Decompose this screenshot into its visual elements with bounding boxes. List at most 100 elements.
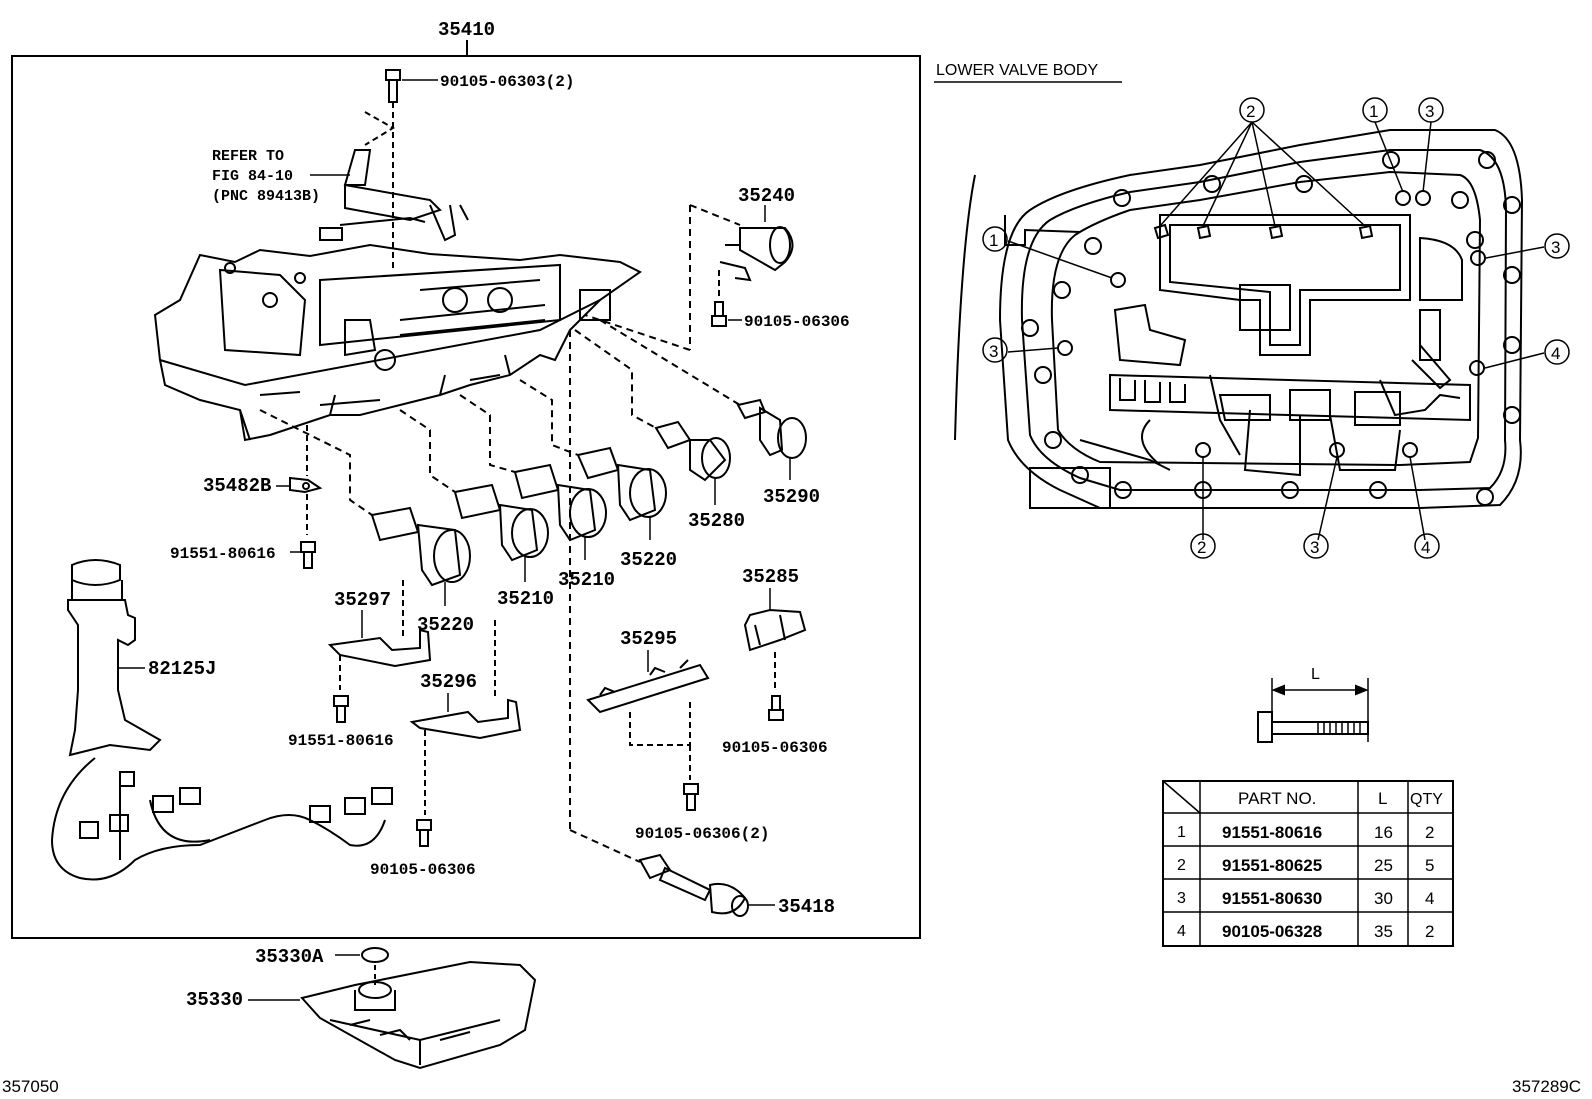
table-header-l: L bbox=[1378, 789, 1387, 808]
table-cell-qty: 2 bbox=[1425, 823, 1434, 842]
callout-35330a: 35330A bbox=[255, 946, 324, 968]
main-assembly-frame: 35410 bbox=[11, 19, 921, 939]
table-row: 2 91551-80625 25 5 bbox=[1177, 856, 1434, 875]
table-header-qty: QTY bbox=[1410, 791, 1443, 808]
table-row: 3 91551-80630 30 4 bbox=[1177, 889, 1434, 908]
solenoid-35210a: 35210 bbox=[459, 394, 615, 591]
table-row: 4 90105-06328 35 2 bbox=[1177, 922, 1434, 941]
callout-35220b: 35220 bbox=[417, 614, 474, 636]
bracket-35296: 35296 bbox=[409, 620, 522, 815]
marker-2-top bbox=[1239, 97, 1265, 123]
table-cell-qty: 4 bbox=[1425, 889, 1434, 908]
callout-9155180616b: 91551-80616 bbox=[288, 732, 394, 750]
refer-note-line1: REFER TO bbox=[212, 148, 284, 165]
refer-note-line2: FIG 84-10 bbox=[212, 168, 293, 185]
table-cell-index: 4 bbox=[1177, 923, 1186, 940]
callout-9155180616a: 91551-80616 bbox=[170, 545, 276, 563]
wiring-harness-82125j: 82125J bbox=[50, 559, 393, 881]
marker-3-top bbox=[1418, 97, 1444, 123]
table-row: 1 91551-80616 16 2 bbox=[1177, 823, 1434, 842]
marker-1-top bbox=[1362, 97, 1388, 123]
callout-35285: 35285 bbox=[742, 566, 799, 588]
table-cell-l: 35 bbox=[1374, 922, 1393, 941]
marker-3-bottom-label: 3 bbox=[1310, 538, 1319, 557]
refer-note: REFER TO FIG 84-10 (PNC 89413B) bbox=[212, 148, 350, 205]
footer-code-left: 357050 bbox=[2, 1077, 59, 1096]
lower-valve-body-title: LOWER VALVE BODY bbox=[936, 62, 1098, 79]
pan-bolt-holes bbox=[1021, 151, 1521, 506]
callout-35240: 35240 bbox=[738, 185, 795, 207]
callout-9010506306b: 90105-06306 bbox=[722, 739, 828, 757]
marker-1-left-label: 1 bbox=[989, 231, 998, 250]
wiring-bracket bbox=[319, 149, 469, 242]
callout-35210a: 35210 bbox=[558, 569, 615, 591]
table-cell-part: 90105-06328 bbox=[1222, 922, 1322, 941]
callout-9010506303: 90105-06303(2) bbox=[440, 73, 574, 91]
callout-9010506306a: 90105-06306 bbox=[744, 313, 850, 331]
table-cell-part: 91551-80616 bbox=[1222, 823, 1322, 842]
callout-35418: 35418 bbox=[778, 896, 835, 918]
table-cell-l: 25 bbox=[1374, 856, 1393, 875]
table-cell-part: 91551-80625 bbox=[1222, 856, 1322, 875]
marker-leaders bbox=[1007, 121, 1545, 541]
callout-35297: 35297 bbox=[334, 589, 391, 611]
footer-code-right: 357289C bbox=[1512, 1077, 1581, 1096]
marker-3-left bbox=[982, 337, 1008, 363]
table-cell-qty: 2 bbox=[1425, 922, 1434, 941]
solenoid-35220a: 35220 bbox=[519, 379, 677, 571]
table-cell-index: 1 bbox=[1177, 824, 1186, 841]
plate-35295: 35295 bbox=[569, 330, 710, 863]
bolt-table: PART NO. L QTY 1 91551-80616 16 2 2 9155… bbox=[1162, 780, 1454, 947]
dimension-label-l: L bbox=[1311, 666, 1320, 683]
table-cell-l: 16 bbox=[1374, 823, 1393, 842]
callout-35482b: 35482B bbox=[203, 475, 271, 497]
table-cell-l: 30 bbox=[1374, 889, 1393, 908]
clip-35482b: 35482B bbox=[203, 425, 323, 535]
part-35410-label: 35410 bbox=[438, 19, 495, 41]
strainer-35330: 35330 bbox=[186, 960, 537, 1070]
lvb-markers: 2 1 3 1 3 3 4 2 3 4 bbox=[982, 97, 1570, 559]
callout-35290: 35290 bbox=[763, 486, 820, 508]
callout-9010506306d: 90105-06306 bbox=[370, 861, 476, 879]
table-cell-index: 3 bbox=[1177, 890, 1186, 907]
oring-35330a: 35330A bbox=[255, 946, 389, 985]
valve-35418: 35418 bbox=[638, 853, 835, 918]
marker-3-right-label: 3 bbox=[1551, 238, 1560, 257]
marker-4-bottom bbox=[1414, 533, 1440, 559]
bolt-9155180616a: 91551-80616 bbox=[170, 541, 316, 569]
callout-35280: 35280 bbox=[688, 510, 745, 532]
callout-82125j: 82125J bbox=[148, 658, 216, 680]
table-cell-part: 91551-80630 bbox=[1222, 889, 1322, 908]
marker-2-bottom-label: 2 bbox=[1197, 538, 1206, 557]
bolt-9010506303: 90105-06303(2) bbox=[364, 69, 574, 270]
solenoid-35240: 35240 bbox=[584, 185, 795, 351]
marker-4-right-label: 4 bbox=[1551, 344, 1560, 363]
table-cell-qty: 5 bbox=[1425, 856, 1434, 875]
marker-4-bottom-label: 4 bbox=[1421, 538, 1430, 557]
marker-1-left bbox=[982, 226, 1008, 252]
callout-35295: 35295 bbox=[620, 628, 677, 650]
marker-2-top-label: 2 bbox=[1246, 102, 1255, 121]
callout-35330: 35330 bbox=[186, 989, 243, 1011]
callout-9010506306c: 90105-06306(2) bbox=[635, 825, 769, 843]
clip-35285: 35285 bbox=[742, 566, 807, 690]
marker-3-bottom bbox=[1303, 533, 1329, 559]
callout-35210b: 35210 bbox=[497, 588, 554, 610]
table-header-part-no: PART NO. bbox=[1238, 789, 1316, 808]
bolt-9010506306b: 90105-06306 bbox=[722, 695, 828, 757]
table-cell-index: 2 bbox=[1177, 857, 1186, 874]
marker-3-right bbox=[1544, 233, 1570, 259]
bolt-dimension-diagram: L bbox=[1257, 666, 1369, 743]
solenoid-35280: 35280 bbox=[574, 329, 745, 532]
bracket-35297: 35297 bbox=[327, 580, 432, 690]
callout-35296: 35296 bbox=[420, 671, 477, 693]
bolt-9155180616b: 91551-80616 bbox=[288, 695, 394, 750]
marker-3-left-label: 3 bbox=[989, 342, 998, 361]
solenoid-35290: 35290 bbox=[599, 319, 820, 508]
marker-2-bottom bbox=[1190, 533, 1216, 559]
solenoid-35220b: 35220 bbox=[259, 409, 474, 636]
marker-4-right bbox=[1544, 339, 1570, 365]
bolt-9010506306a: 90105-06306 bbox=[711, 270, 850, 331]
valve-body bbox=[153, 243, 642, 442]
